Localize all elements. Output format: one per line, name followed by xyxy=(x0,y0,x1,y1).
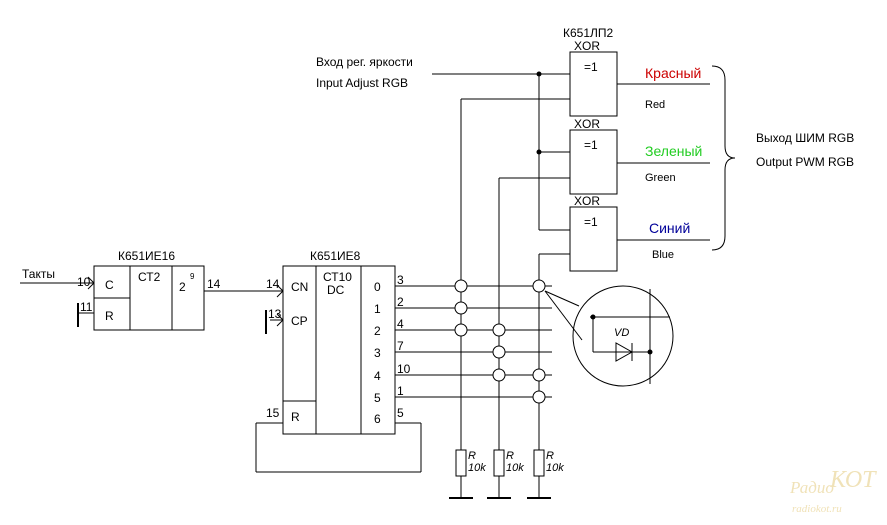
chip-ie8-out-0: 0 xyxy=(374,280,381,294)
brightness-label-ru: Вход рег. яркости xyxy=(316,55,413,69)
xor-green-title: XOR xyxy=(574,117,600,131)
chip-ie16-pin-r: R xyxy=(105,309,114,323)
chip-ie16-pin-c: C xyxy=(105,278,114,292)
xor-red-title: XOR xyxy=(574,39,600,53)
resistor-1: R 10k xyxy=(449,449,486,499)
svg-text:Радио: Радио xyxy=(789,478,834,497)
chip-ie16-name: К651ИЕ16 xyxy=(118,249,175,263)
chip-ie8-out-3: 3 xyxy=(374,346,381,360)
xor-green-symbol: =1 xyxy=(584,138,598,152)
wire-pin-3: 3 xyxy=(397,273,404,287)
xor-red-symbol: =1 xyxy=(584,60,598,74)
blue-label-ru: Синий xyxy=(649,220,690,236)
resistor-1-value: 10k xyxy=(468,462,486,474)
diode-detail: VD xyxy=(544,285,674,387)
pwm-output-label-en: Output PWM RGB xyxy=(756,155,854,169)
svg-text:radiokot.ru: radiokot.ru xyxy=(792,503,842,515)
resistor-3-label: R xyxy=(546,450,554,462)
diode-nodes xyxy=(454,279,546,404)
resistor-3-value: 10k xyxy=(546,462,564,474)
wire-pin-10: 10 xyxy=(397,362,411,376)
chip-xor-name: К651ЛП2 xyxy=(563,26,614,40)
xor-gate-green: XOR =1 xyxy=(569,117,710,195)
green-label-en: Green xyxy=(645,172,676,184)
chip-ie8: К651ИЕ8 СТ10 DC CN CP R 0 1 2 3 4 5 6 xyxy=(282,249,396,435)
wire-pin-7: 7 xyxy=(397,339,404,353)
resistor-2-label: R xyxy=(506,450,514,462)
pin-14-in: 14 xyxy=(266,277,280,291)
wire-pin-1: 1 xyxy=(397,384,404,398)
resistor-3: R 10k xyxy=(527,449,564,499)
pwm-output-label-ru: Выход ШИМ RGB xyxy=(756,131,854,145)
wire-pin-4: 4 xyxy=(397,317,404,331)
pin-10: 10 xyxy=(77,275,91,289)
chip-ie8-type2: DC xyxy=(327,283,345,297)
resistor-1-label: R xyxy=(468,450,476,462)
pin-14-out: 14 xyxy=(207,277,221,291)
chip-ie16-output-exp: 9 xyxy=(190,272,195,281)
clock-label: Такты xyxy=(22,267,55,281)
chip-ie8-name: К651ИЕ8 xyxy=(310,249,361,263)
chip-ie8-out-5: 5 xyxy=(374,391,381,405)
resistor-2-value: 10k xyxy=(506,462,524,474)
red-label-en: Red xyxy=(645,99,665,111)
diode-detail-circle xyxy=(572,285,674,387)
chip-ie8-out-2: 2 xyxy=(374,324,381,338)
chip-ie16: К651ИЕ16 C R СТ2 2 9 xyxy=(93,249,205,331)
chip-ie8-pin-cp: CP xyxy=(291,314,308,328)
chip-ie16-type: СТ2 xyxy=(138,270,161,284)
xor-gate-red: XOR =1 xyxy=(569,39,710,117)
decoder-output-wires xyxy=(395,285,552,398)
pin-15: 15 xyxy=(266,406,280,420)
diode-label: VD xyxy=(614,327,629,339)
output-brace xyxy=(711,65,736,251)
chip-ie8-pin-cn: CN xyxy=(291,280,308,294)
wire-pin-5: 5 xyxy=(397,406,404,420)
red-label-ru: Красный xyxy=(645,65,701,81)
brightness-label-en: Input Adjust RGB xyxy=(316,76,408,90)
green-label-ru: Зеленый xyxy=(645,143,702,159)
svg-text:КОТ: КОТ xyxy=(829,467,877,493)
chip-ie8-out-4: 4 xyxy=(374,369,381,383)
diode-symbol xyxy=(615,342,634,362)
xor-gate-blue: XOR =1 xyxy=(569,194,710,272)
pin-13: 13 xyxy=(268,307,282,321)
pin-11: 11 xyxy=(80,300,93,314)
chip-ie8-out-1: 1 xyxy=(374,302,381,316)
chip-ie8-body xyxy=(282,265,396,435)
chip-ie8-pin-r: R xyxy=(291,410,300,424)
chip-ie16-output-label: 2 xyxy=(179,280,186,294)
chip-ie8-type1: СТ10 xyxy=(323,270,352,284)
watermark-logo: Радио КОТ radiokot.ru xyxy=(789,467,877,515)
blue-label-en: Blue xyxy=(652,249,674,261)
wire-pin-2: 2 xyxy=(397,295,404,309)
xor-blue-symbol: =1 xyxy=(584,215,598,229)
xor-blue-title: XOR xyxy=(574,194,600,208)
chip-ie8-out-6: 6 xyxy=(374,412,381,426)
resistor-2: R 10k xyxy=(487,449,524,499)
